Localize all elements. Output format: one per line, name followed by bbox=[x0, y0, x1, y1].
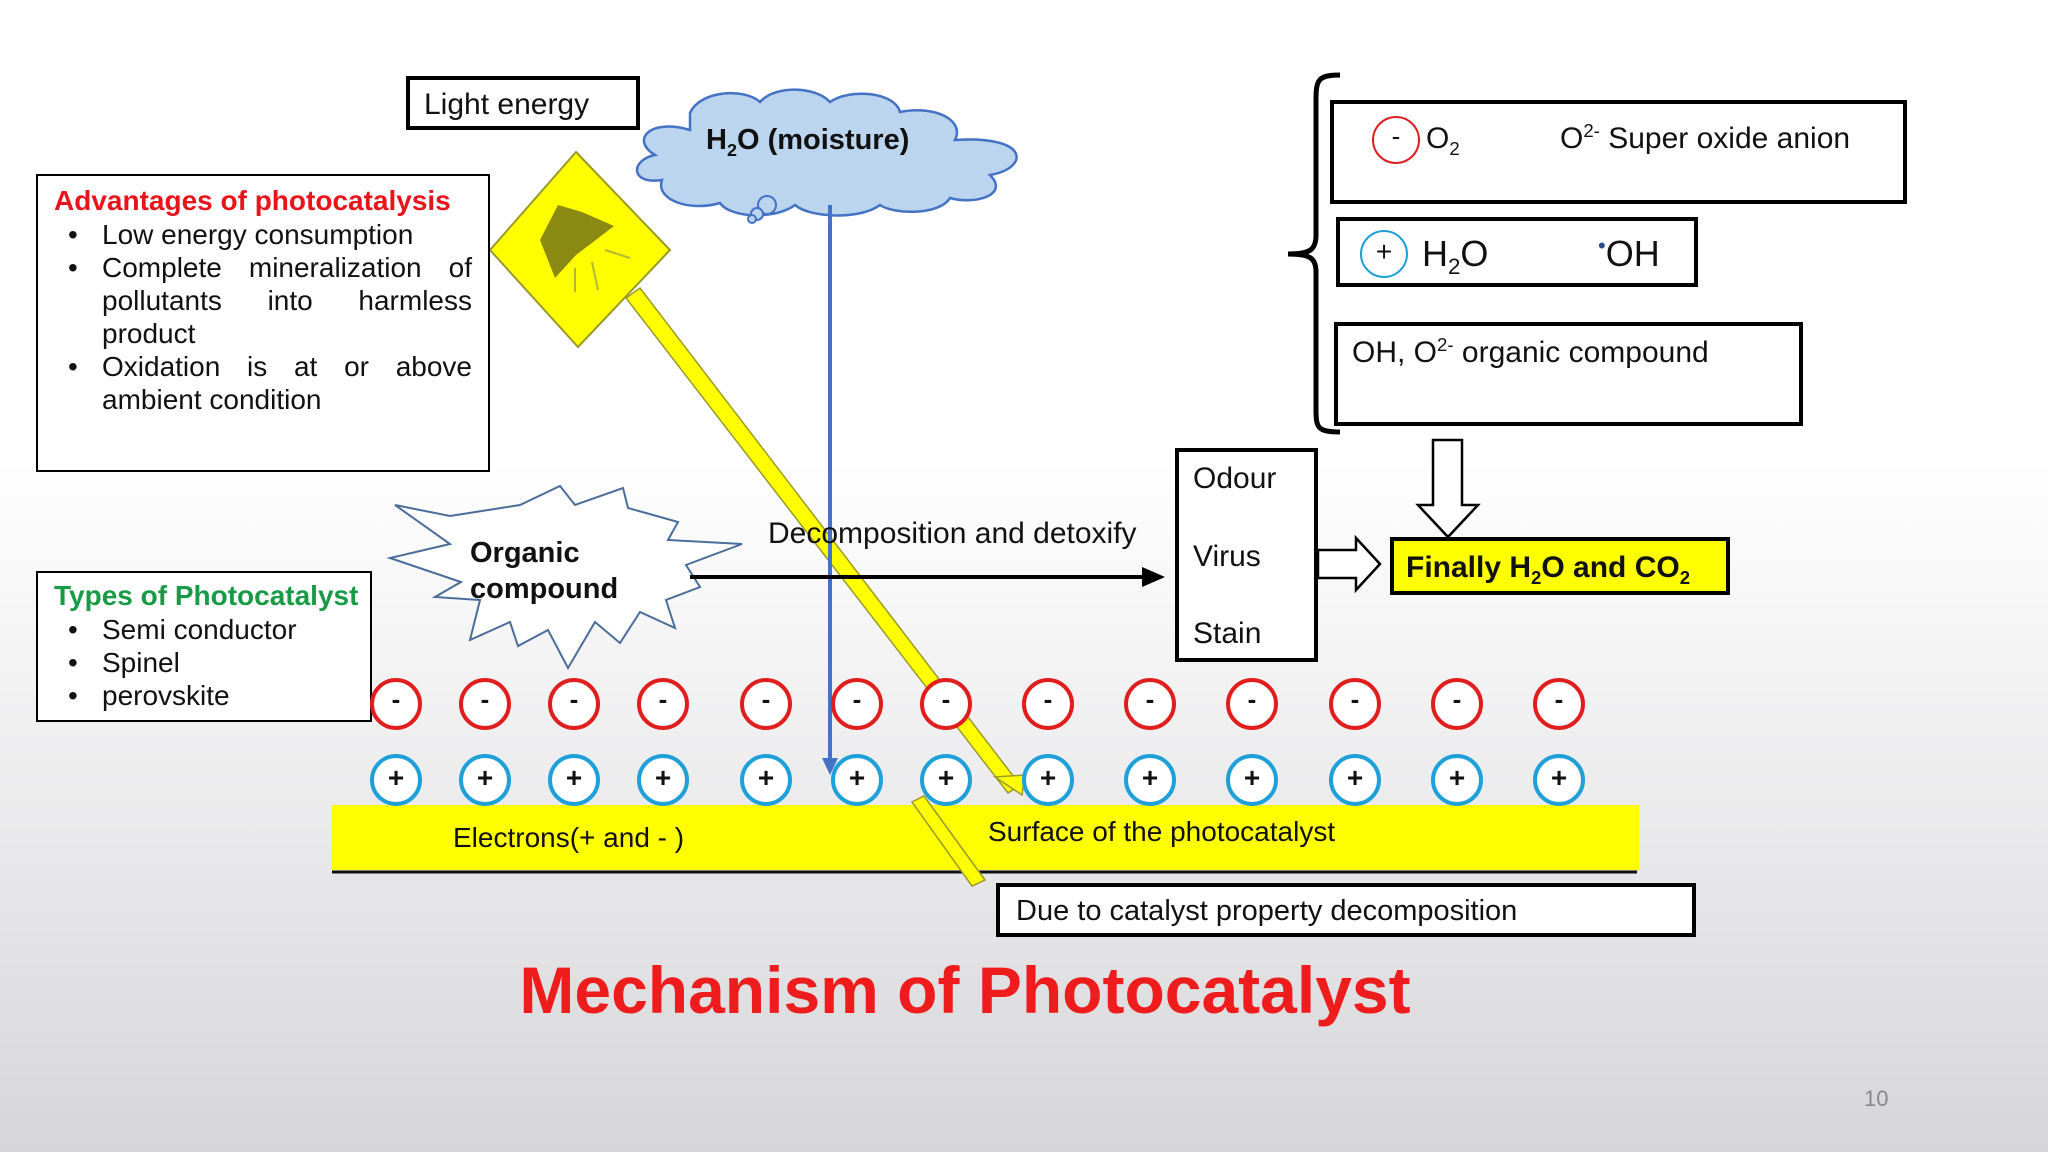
negative-charge-icon: - bbox=[637, 678, 689, 730]
negative-charge-icon: - bbox=[1372, 116, 1420, 164]
list-item: perovskite bbox=[54, 679, 360, 712]
positive-charge-icon: + bbox=[370, 754, 422, 806]
light-energy-box: Light energy bbox=[406, 76, 640, 130]
reaction-superoxide-box: - O2 O2- Super oxide anion bbox=[1330, 100, 1907, 204]
positive-charge-icon: + bbox=[1431, 754, 1483, 806]
positive-charge-icon: + bbox=[920, 754, 972, 806]
final-products-box: Finally H2O and CO2 bbox=[1390, 537, 1730, 595]
photocatalyst-surface bbox=[332, 805, 1639, 870]
block-arrow-right bbox=[1316, 534, 1382, 594]
lamp-icon bbox=[488, 150, 672, 349]
targets-box: Odour Virus Stain bbox=[1175, 448, 1318, 662]
positive-charge-icon: + bbox=[459, 754, 511, 806]
target-odour: Odour bbox=[1193, 462, 1277, 495]
advantages-title: Advantages of photocatalysis bbox=[54, 185, 451, 216]
decomposition-label: Decomposition and detoxify bbox=[768, 517, 1137, 550]
final-products-label: Finally H2O and CO2 bbox=[1406, 551, 1691, 588]
positive-charge-icon: + bbox=[1124, 754, 1176, 806]
positive-charge-icon: + bbox=[1226, 754, 1278, 806]
catalyst-property-box: Due to catalyst property decomposition bbox=[996, 883, 1696, 937]
list-item: Complete mineralization of pollutants in… bbox=[54, 251, 472, 350]
water-drop-arrowhead bbox=[822, 758, 838, 775]
types-box: Types of Photocatalyst Semi conductor Sp… bbox=[36, 571, 372, 722]
block-arrow-down bbox=[1415, 438, 1481, 539]
positive-charge-icon: + bbox=[1022, 754, 1074, 806]
organic-compound-label: Organic compound bbox=[470, 537, 619, 605]
target-virus: Virus bbox=[1193, 540, 1261, 573]
positive-charge-icon: + bbox=[831, 754, 883, 806]
positive-charge-icon: + bbox=[1329, 754, 1381, 806]
negative-charge-icon: - bbox=[370, 678, 422, 730]
advantages-box: Advantages of photocatalysis Low energy … bbox=[36, 174, 490, 472]
light-beam-lower bbox=[910, 795, 987, 887]
organic-compound-burst bbox=[386, 484, 743, 671]
target-stain: Stain bbox=[1193, 617, 1262, 650]
reaction-hydroxyl-box: + H2O •OH bbox=[1336, 217, 1698, 287]
list-item: Semi conductor bbox=[54, 613, 360, 646]
negative-charge-icon: - bbox=[1533, 678, 1585, 730]
positive-charge-icon: + bbox=[740, 754, 792, 806]
reactant-h2o: H2O bbox=[1422, 233, 1489, 280]
electrons-label: Electrons(+ and - ) bbox=[453, 822, 685, 853]
list-item: Low energy consumption bbox=[54, 218, 472, 251]
list-item: Oxidation is at or above ambient conditi… bbox=[54, 350, 472, 416]
page-number: 10 bbox=[1864, 1086, 1889, 1111]
positive-charge-icon: + bbox=[548, 754, 600, 806]
brace bbox=[1287, 72, 1341, 435]
light-energy-label: Light energy bbox=[424, 88, 590, 121]
reactant-o2: O2 bbox=[1426, 122, 1460, 159]
negative-charge-icon: - bbox=[1431, 678, 1483, 730]
types-list: Semi conductor Spinel perovskite bbox=[54, 613, 360, 712]
positive-charge-icon: + bbox=[637, 754, 689, 806]
negative-charge-icon: - bbox=[548, 678, 600, 730]
negative-charge-icon: - bbox=[920, 678, 972, 730]
surface-label: Surface of the photocatalyst bbox=[988, 816, 1336, 847]
advantages-list: Low energy consumption Complete minerali… bbox=[54, 218, 472, 416]
types-title: Types of Photocatalyst bbox=[54, 580, 359, 611]
negative-charge-icon: - bbox=[740, 678, 792, 730]
negative-charge-icon: - bbox=[1022, 678, 1074, 730]
negative-charge-icon: - bbox=[1329, 678, 1381, 730]
reaction-organic-text: OH, O2- organic compound bbox=[1352, 334, 1709, 369]
negative-charge-icon: - bbox=[459, 678, 511, 730]
list-item: Spinel bbox=[54, 646, 360, 679]
moisture-cloud-icon bbox=[635, 88, 1018, 224]
positive-charge-icon: + bbox=[1360, 230, 1408, 278]
positive-charge-icon: + bbox=[1533, 754, 1585, 806]
page-title: Mechanism of Photocatalyst bbox=[519, 953, 1411, 1027]
product-hydroxyl: •OH bbox=[1598, 233, 1660, 274]
negative-charge-icon: - bbox=[1226, 678, 1278, 730]
moisture-label: H2O (moisture) bbox=[706, 124, 910, 160]
product-superoxide: O2- Super oxide anion bbox=[1560, 120, 1851, 155]
reaction-organic-box: OH, O2- organic compound bbox=[1334, 322, 1803, 426]
negative-charge-icon: - bbox=[1124, 678, 1176, 730]
negative-charge-icon: - bbox=[831, 678, 883, 730]
catalyst-property-label: Due to catalyst property decomposition bbox=[1016, 895, 1518, 927]
